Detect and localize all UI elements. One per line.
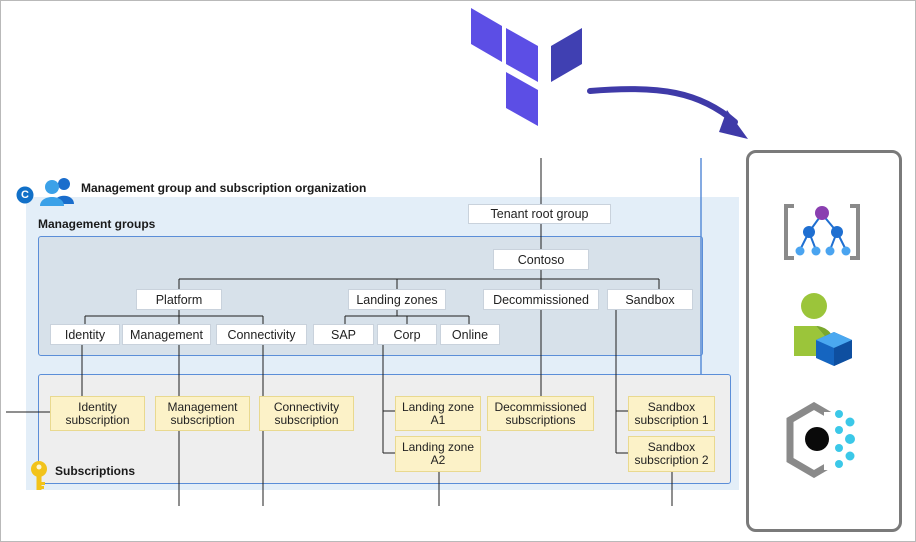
subscriptions-label: Subscriptions (55, 464, 136, 478)
node-management: Management (122, 324, 211, 345)
subscription-identity: Identity subscription (50, 396, 145, 431)
terraform-logo-icon (471, 8, 582, 126)
subscription-sandbox-2: Sandbox subscription 2 (628, 436, 715, 472)
management-groups-icon (784, 204, 860, 260)
badge-letter: C (21, 189, 29, 201)
subscription-management: Management subscription (155, 396, 250, 431)
subscription-decommissioned: Decommissioned subscriptions (487, 396, 594, 431)
node-decommissioned: Decommissioned (483, 289, 599, 310)
node-platform: Platform (136, 289, 222, 310)
badge-icon (16, 186, 34, 204)
node-connectivity: Connectivity (216, 324, 307, 345)
user-resource-icon (794, 293, 852, 366)
node-identity: Identity (50, 324, 120, 345)
node-sap: SAP (313, 324, 374, 345)
deploy-arrow (587, 86, 748, 139)
subscription-landing-zone-a1: Landing zone A1 (395, 396, 481, 431)
subscription-sandbox-1: Sandbox subscription 1 (628, 396, 715, 431)
management-groups-label: Management groups (38, 217, 156, 231)
node-tenant-root-group: Tenant root group (468, 204, 611, 224)
node-landing-zones: Landing zones (348, 289, 446, 310)
diagram-title: Management group and subscription organi… (81, 181, 367, 195)
node-sandbox: Sandbox (607, 289, 693, 310)
subscription-landing-zone-a2: Landing zone A2 (395, 436, 481, 472)
cluster-icon (786, 402, 855, 478)
node-online: Online (440, 324, 500, 345)
subscription-connectivity: Connectivity subscription (259, 396, 354, 431)
node-contoso: Contoso (493, 249, 589, 270)
node-corp: Corp (377, 324, 437, 345)
key-icon (31, 461, 47, 490)
users-icon (40, 178, 74, 206)
